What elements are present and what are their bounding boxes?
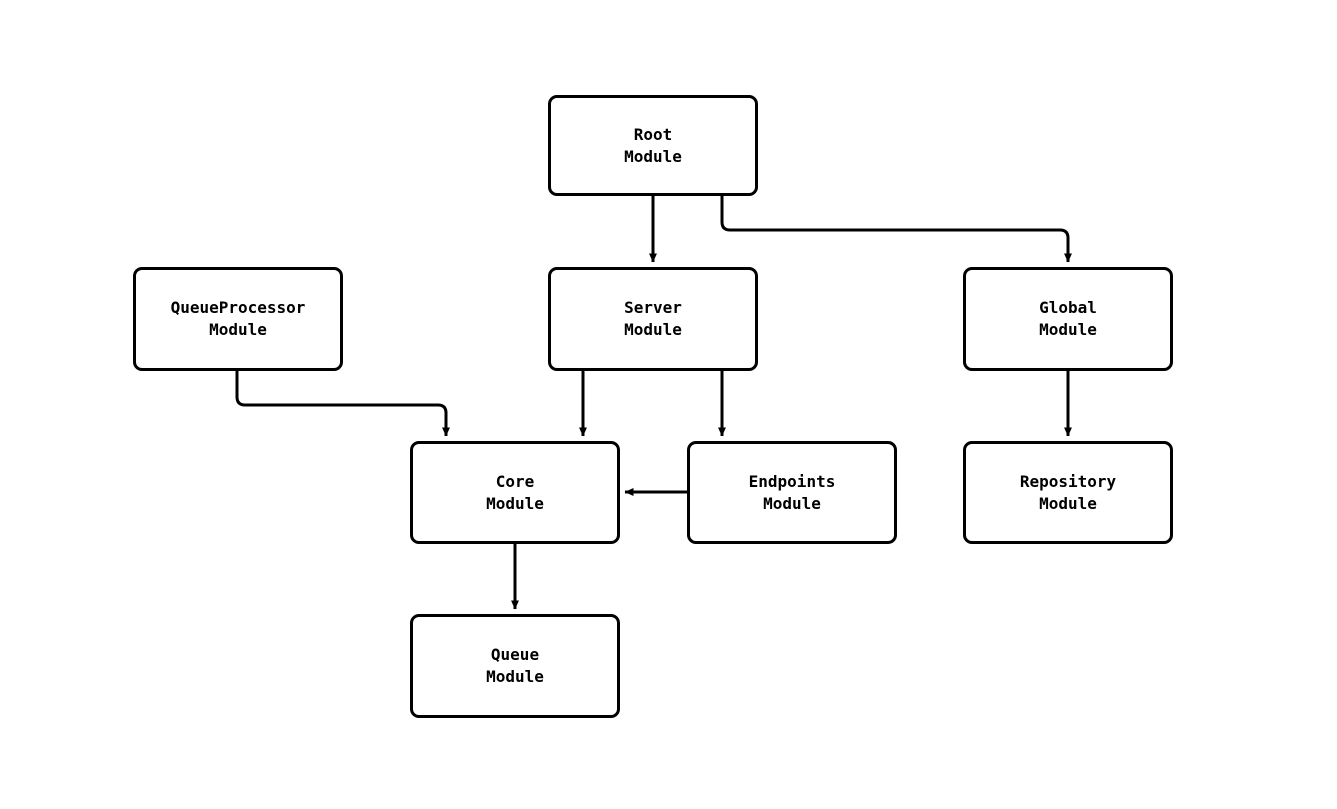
edge-queueprocessor-to-core <box>235 371 450 437</box>
node-label-line1: Repository <box>1019 471 1117 491</box>
node-label-line2: Module <box>1039 493 1097 513</box>
node-label-line2: Module <box>486 493 544 513</box>
node-label-line2: Module <box>209 320 267 339</box>
node-label-line1: Endpoints <box>748 471 836 491</box>
node-endpoints-module[interactable]: Endpoints Module <box>687 441 897 544</box>
node-label-line1: Global <box>1039 298 1097 317</box>
node-label-line1: Core <box>495 471 535 491</box>
node-label-line1: Root <box>633 124 673 144</box>
edge-root-to-global <box>720 196 1072 263</box>
node-label-line1: Server <box>624 298 682 317</box>
node-global-module[interactable]: Global Module <box>963 267 1173 371</box>
node-label-line2: Module <box>624 320 682 339</box>
node-queue-module[interactable]: Queue Module <box>410 614 620 718</box>
node-core-module[interactable]: Core Module <box>410 441 620 544</box>
node-queueprocessor-module[interactable]: QueueProcessor Module <box>133 267 343 371</box>
node-root-module[interactable]: Root Module <box>548 95 758 196</box>
node-label-line2: Module <box>624 146 682 166</box>
node-label-line2: Module <box>486 667 544 686</box>
node-label-line2: Module <box>1039 320 1097 339</box>
node-label-line1: Queue <box>490 645 540 664</box>
node-server-module[interactable]: Server Module <box>548 267 758 371</box>
node-label-line2: Module <box>763 493 821 513</box>
node-label-line1: QueueProcessor <box>170 298 306 317</box>
node-repository-module[interactable]: Repository Module <box>963 441 1173 544</box>
